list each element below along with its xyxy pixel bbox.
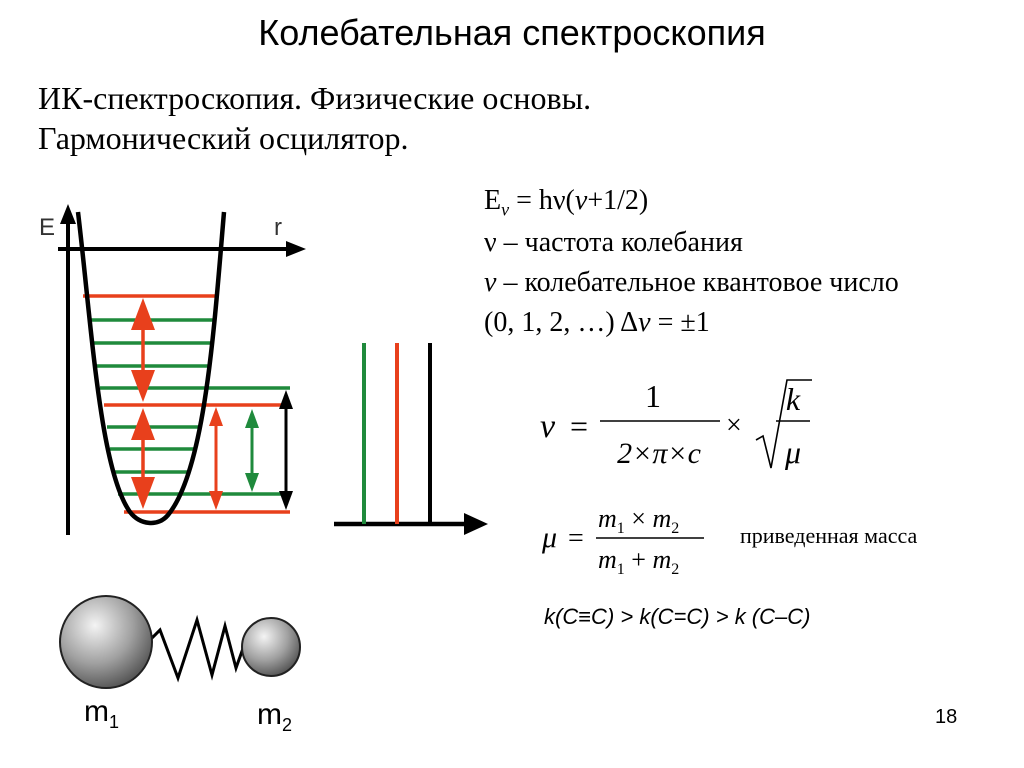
bond-constant-comparison: k(C≡C) > k(C=C) > k (C–C) [544,604,811,629]
r-axis [58,241,306,257]
energy-axis-label: E [39,214,55,241]
mass-2-ball [241,617,301,677]
nu-numerator: 1 [645,378,661,414]
energy-axis-arrow-icon [60,204,76,224]
nu-formula: ν = 1 2×π×c × k μ [540,378,812,470]
energy-subscript: v [501,199,510,220]
mass-2-label: m2 [257,698,292,735]
energy-axis [60,204,76,535]
mu-numerator: m1 × m2 [598,504,679,537]
spring-mass-model: m1 m2 [59,595,301,735]
spring [148,614,248,683]
energy-formula-part-1: = hν( [509,185,575,216]
nu-times: × [726,410,742,441]
arrow-down-icon [279,491,293,510]
mass-1-label: m1 [84,695,119,732]
energy-formula-v: v [574,185,588,216]
arrow-up-icon [209,407,223,426]
arrow-up-icon [279,390,293,409]
arrow-down-icon [131,370,155,402]
potential-well [75,211,227,526]
r-axis-arrow-icon [286,241,306,257]
sqrt-sign-icon [755,379,812,469]
energy-formula: Ev = hν(v+1/2) [484,185,648,221]
delta-symbol: Δ [620,307,639,338]
subtitle-line-2: Гармонический осцилятор. [38,120,409,156]
nu-definition: ν – частота колебания [484,227,743,258]
v-symbol: v [484,267,497,298]
v-definition-text: – колебательное квантовое число [496,267,899,298]
mu-lhs: μ [541,521,557,554]
red-gap-arrow [209,407,223,510]
selection-rule-value: = ±1 [650,307,710,338]
delta-v: v [638,307,651,338]
quantum-numbers: (0, 1, 2, …) [484,307,621,338]
arrow-up-icon [245,409,259,428]
reduced-mass-label: приведенная масса [740,523,918,548]
v-definition: v – колебательное квантовое число [484,267,899,299]
mu-formula: μ = m1 × m2 m1 + m2 [541,504,704,578]
sqrt-denominator: μ [784,434,801,470]
arrow-up-icon [131,408,155,440]
mu-eq: = [568,523,584,554]
r-axis-label: r [274,214,282,241]
mass-1-ball [59,595,153,689]
green-gap-arrow [245,409,259,492]
black-gap-arrow [279,390,293,510]
subtitle-line-1: ИК-спектроскопия. Физические основы. [38,80,592,116]
mu-denominator: m1 + m2 [598,545,679,578]
sqrt-numerator: k [786,381,801,417]
nu-eq: = [570,408,588,444]
nu-denominator: 2×π×c [617,437,701,470]
arrow-down-icon [245,473,259,492]
slide-title: Колебательная спектроскопия [258,12,766,53]
nu-lhs: ν [540,408,556,445]
transition-arrow-lower [131,408,155,509]
page-number: 18 [935,706,958,728]
energy-symbol: E [484,185,502,216]
transition-arrow-upper [131,298,155,402]
arrow-down-icon [209,491,223,510]
arrow-up-icon [131,298,155,330]
spectrum [334,343,488,535]
selection-rule: (0, 1, 2, …) Δv = ±1 [484,307,710,339]
energy-formula-part-2: +1/2) [587,185,649,216]
arrow-down-icon [131,477,155,509]
spectrum-axis-arrow-icon [464,513,488,535]
